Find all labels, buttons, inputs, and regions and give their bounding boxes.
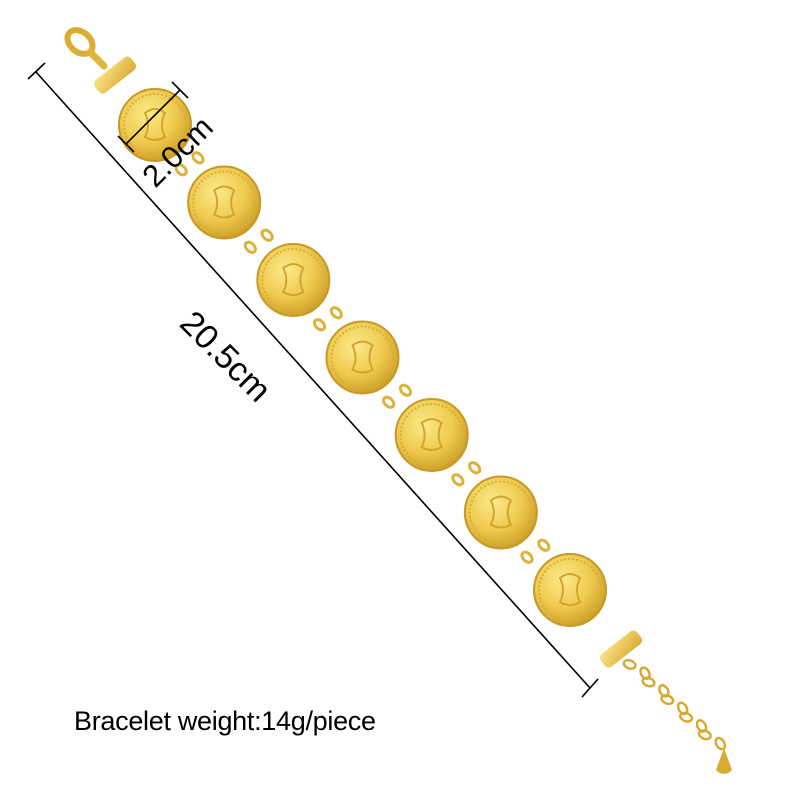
coin	[256, 243, 331, 317]
chain-link	[398, 383, 413, 397]
coin-rim	[330, 325, 395, 390]
extension-link	[679, 711, 694, 723]
coin-face	[118, 88, 192, 162]
extension-link	[641, 676, 656, 688]
end-bar-bottom	[599, 630, 643, 668]
chain-link	[520, 550, 534, 564]
coin-emblem	[489, 495, 513, 529]
weight-caption: Bracelet weight:14g/piece	[74, 706, 376, 736]
chain-link	[174, 163, 188, 177]
coin	[394, 398, 469, 472]
chain-link	[243, 240, 257, 254]
chain-link	[537, 538, 551, 552]
coin-emblem	[351, 340, 374, 374]
coin-rim	[468, 480, 533, 545]
drop-charm	[716, 748, 732, 774]
coin-rim	[192, 170, 257, 235]
chain-link	[382, 395, 396, 409]
extension-chain	[622, 658, 727, 751]
coin-face	[463, 475, 538, 550]
lobster-clasp	[64, 27, 108, 70]
coins	[118, 88, 607, 627]
coin-face	[394, 398, 469, 472]
length-dimension-line	[27, 62, 599, 698]
coin-emblem	[420, 418, 443, 451]
coin-width-dimension-line	[117, 81, 189, 153]
extension-link	[697, 729, 712, 741]
chain-link	[468, 461, 482, 475]
coin	[463, 475, 538, 550]
coin-face	[325, 320, 400, 395]
chain-link	[260, 228, 274, 242]
coin-rim	[538, 558, 602, 622]
coin	[325, 320, 400, 395]
coin-face	[533, 553, 607, 627]
end-bar-top	[93, 56, 137, 94]
chain-link	[191, 151, 205, 165]
extension-link	[622, 658, 637, 670]
coin-face	[256, 243, 331, 317]
extension-link	[714, 736, 727, 751]
coin-face	[187, 165, 262, 240]
coin-rim	[399, 403, 464, 467]
chain-links	[174, 151, 551, 564]
coin-rim	[261, 248, 326, 312]
coin	[118, 88, 192, 162]
coin-emblem	[282, 263, 305, 296]
chain-link	[329, 306, 343, 320]
chain-link	[451, 473, 465, 487]
coin-rim	[123, 93, 187, 157]
coin-emblem	[558, 573, 582, 606]
coin	[187, 165, 262, 240]
extension-link	[660, 694, 675, 706]
coin	[533, 553, 607, 627]
coin-emblem	[212, 185, 236, 219]
chain-link	[312, 318, 327, 332]
